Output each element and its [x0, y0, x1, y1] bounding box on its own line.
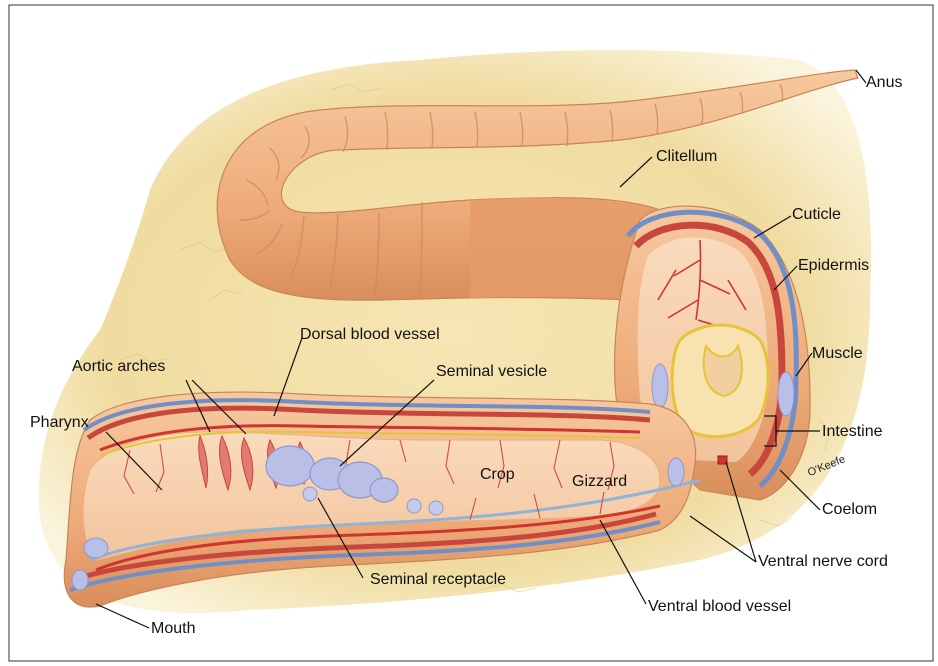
- label-seminal-vesicle: Seminal vesicle: [436, 363, 547, 381]
- label-gizzard: Gizzard: [572, 473, 627, 491]
- label-dorsal-blood-vessel: Dorsal blood vessel: [300, 326, 440, 344]
- label-coelom: Coelom: [822, 501, 877, 519]
- label-intestine: Intestine: [822, 423, 882, 441]
- coelom-pouch-right: [778, 372, 794, 416]
- coelom-pouch-left: [652, 364, 668, 408]
- label-epidermis: Epidermis: [798, 257, 869, 275]
- label-muscle: Muscle: [812, 345, 863, 363]
- label-mouth: Mouth: [151, 620, 195, 638]
- label-pharynx: Pharynx: [30, 414, 89, 432]
- label-anus: Anus: [866, 74, 902, 92]
- label-aortic-arches: Aortic arches: [72, 358, 165, 376]
- label-crop: Crop: [480, 466, 515, 484]
- label-clitellum: Clitellum: [656, 148, 717, 166]
- label-cuticle: Cuticle: [792, 206, 841, 224]
- nerve-ganglion-right: [668, 458, 684, 486]
- label-ventral-nerve-cord: Ventral nerve cord: [758, 553, 888, 571]
- label-seminal-receptacle: Seminal receptacle: [370, 571, 506, 589]
- label-ventral-blood-vessel: Ventral blood vessel: [648, 598, 791, 616]
